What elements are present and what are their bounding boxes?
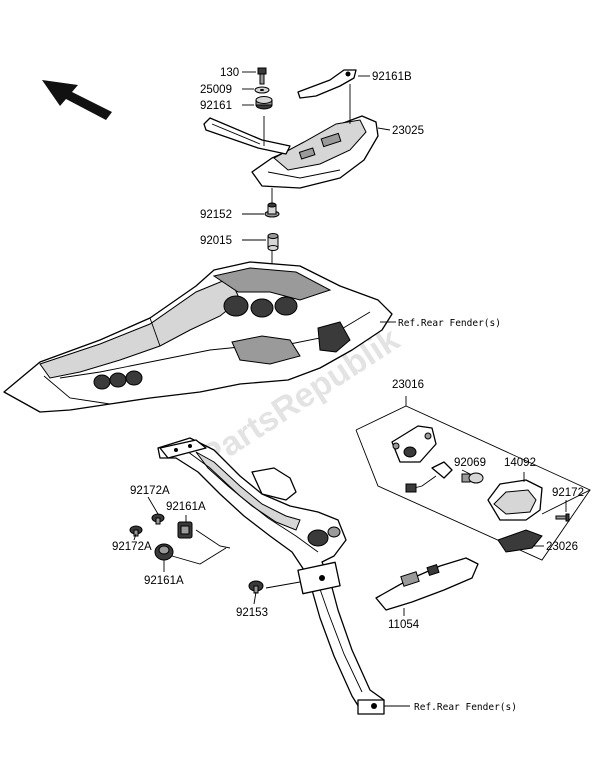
license-plate-bracket-11054 [375,557,479,611]
gasket-23026 [497,529,543,553]
label-92161A-top: 92161A [166,501,206,513]
front-direction-arrow-icon [42,80,112,120]
label-11054: 11054 [388,619,420,631]
label-23016: 23016 [392,379,424,391]
label-23025: 23025 [392,125,424,137]
label-92069: 92069 [454,457,486,469]
bolt-92172A-top [151,513,165,525]
label-92172A-top: 92172A [130,485,170,497]
label-92153: 92153 [236,607,268,619]
label-23026: 23026 [546,541,578,553]
label-92161: 92161 [200,100,232,112]
label-92015: 92015 [200,235,232,247]
grommet-92161A-bot [154,543,174,561]
bracket-92161B [297,69,357,99]
bolt-92172A-bot [129,525,143,537]
part-labels: 130 25009 92161 92161B 23025 92152 92015… [112,67,584,713]
bolt-130 [257,67,267,85]
screw-92172 [555,513,570,522]
collar-92152 [264,202,280,218]
ref-rear-fender-lower: Ref.Rear Fender(s) [414,702,517,713]
label-92172: 92172 [552,487,584,499]
leader-lines [133,71,567,707]
license-bracket-frame [157,437,385,715]
bolt-92153 [248,580,264,594]
lamp-housing [391,425,437,463]
seat-cover-part [251,115,379,189]
label-25009: 25009 [200,84,232,96]
label-92152: 92152 [200,209,232,221]
lens-14092 [487,479,543,521]
label-92172A-bot: 92172A [112,541,152,553]
label-14092: 14092 [504,457,536,469]
label-130: 130 [220,67,239,79]
rear-fender-body [3,261,393,413]
washer-25009 [254,86,270,94]
collar-92015 [267,233,279,251]
grommet-92161 [255,96,273,110]
cover-bracket-strip [203,117,291,155]
bulb-92069 [461,472,484,484]
label-92161B: 92161B [372,71,412,83]
label-92161A-bot: 92161A [144,575,184,587]
socket-wire [405,461,453,493]
ref-rear-fender-upper: Ref.Rear Fender(s) [398,318,501,329]
grommet-92161A-top [177,521,193,539]
